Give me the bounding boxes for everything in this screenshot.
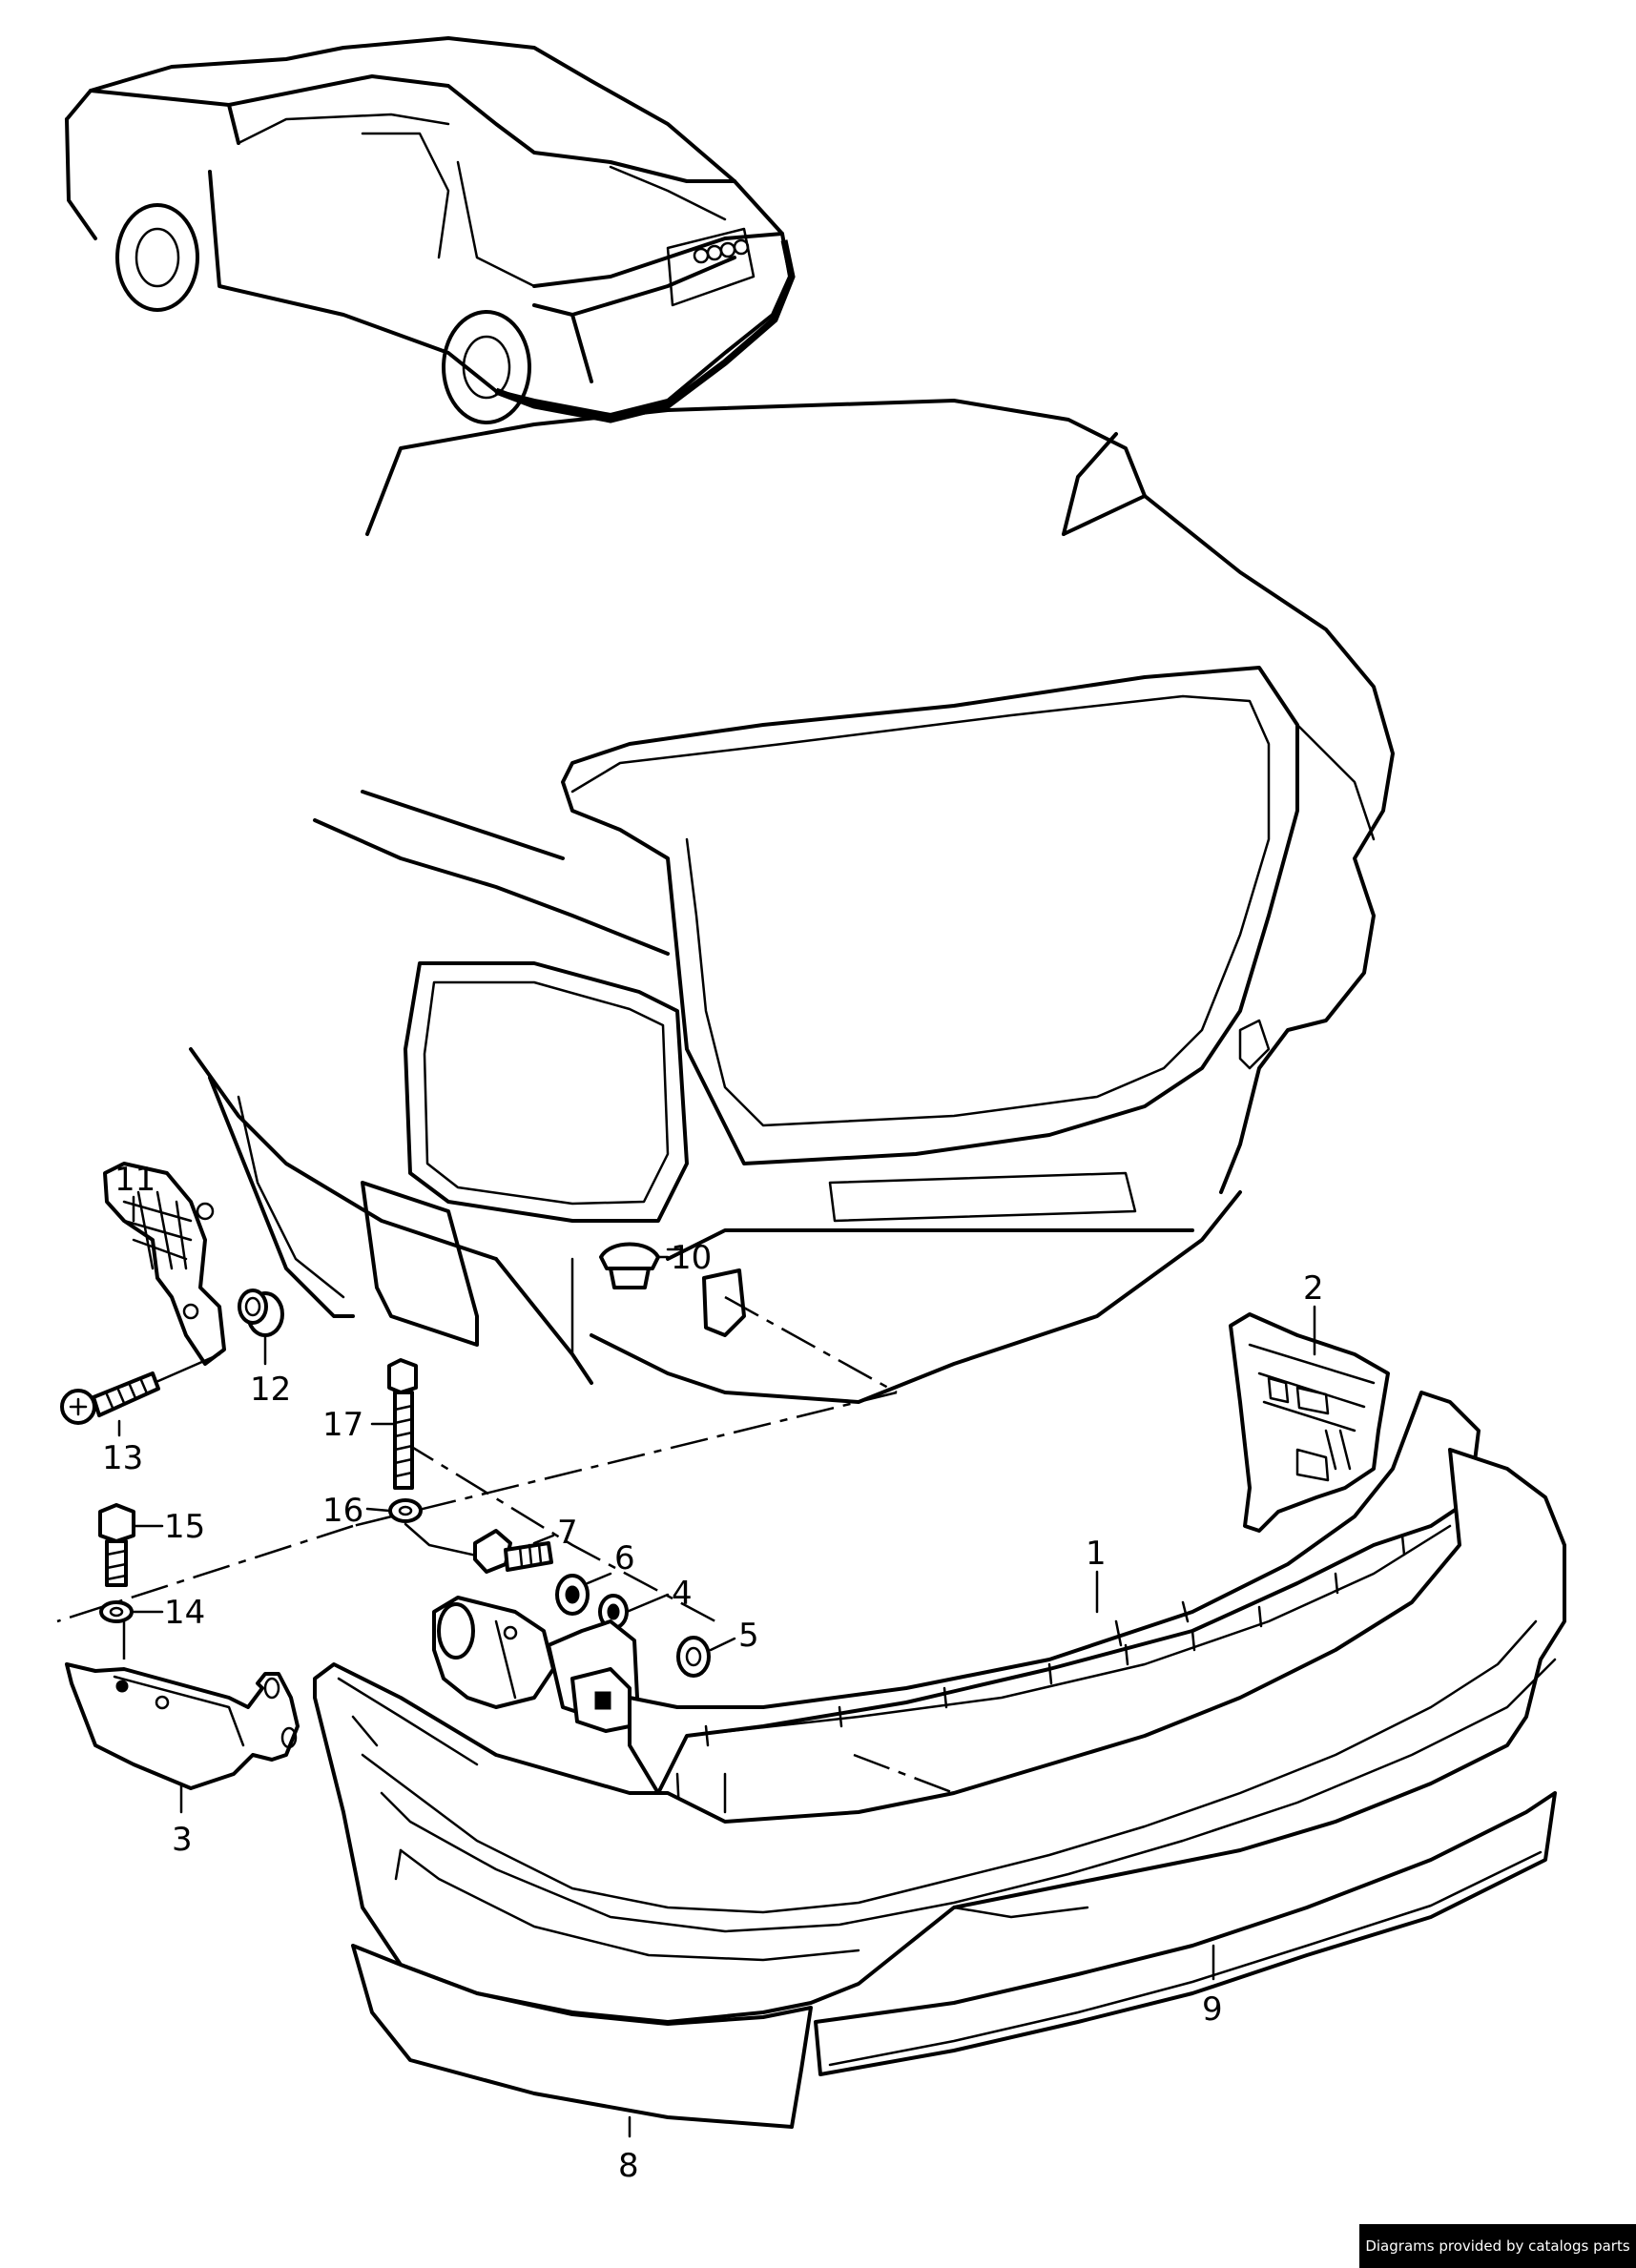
- callout-15: 15: [164, 1508, 205, 1546]
- callout-6: 6: [614, 1539, 635, 1577]
- leader-lines: [117, 1195, 1316, 2138]
- part-9-bumper-cover: [313, 1448, 1566, 2024]
- callout-8: 8: [618, 2147, 639, 2185]
- part-13-screw: [60, 1352, 221, 1425]
- leader-7: [532, 1534, 555, 1545]
- credit-footer: Diagrams provided by catalogs parts: [1359, 2224, 1636, 2268]
- part-7-bolt: [473, 1529, 553, 1574]
- part-9-trim-strip: [814, 1791, 1557, 2076]
- part-10-clip: [599, 1242, 684, 1289]
- callout-12: 12: [250, 1371, 291, 1409]
- callout-4: 4: [672, 1575, 693, 1613]
- car-overview-illustration: [65, 36, 796, 424]
- part-5-washer: [676, 1636, 711, 1678]
- leader-4: [625, 1593, 670, 1614]
- leader-5: [709, 1637, 736, 1652]
- part-12-grommet: [238, 1289, 284, 1337]
- callout-14: 14: [164, 1594, 205, 1632]
- part-17-bolt: [387, 1358, 418, 1490]
- mounting-tab: [702, 1268, 746, 1337]
- callout-9: 9: [1202, 1990, 1223, 2029]
- part-6-washer: [555, 1574, 590, 1616]
- part-3-lower-bracket: [65, 1662, 300, 1790]
- vehicle-rear-body: [189, 399, 1395, 1404]
- leader-6: [586, 1572, 612, 1585]
- callout-11: 11: [114, 1161, 155, 1199]
- callout-5: 5: [738, 1617, 759, 1655]
- callout-13: 13: [102, 1439, 143, 1477]
- part-8-lower-molding: [351, 1944, 813, 2129]
- leader-16: [365, 1507, 391, 1513]
- impact-absorber: [432, 1596, 639, 1733]
- callout-labels: 1 2 3 4 5 6 7 8 9 10 11 12 13 14 15 16 1…: [102, 1161, 1324, 2185]
- callout-2: 2: [1303, 1269, 1324, 1308]
- part-14-washer: [99, 1600, 134, 1623]
- part-15-hex-bolt: [98, 1503, 135, 1587]
- callout-16: 16: [322, 1492, 363, 1530]
- callout-1: 1: [1086, 1535, 1107, 1573]
- callout-10: 10: [671, 1239, 712, 1277]
- callout-17: 17: [322, 1406, 363, 1444]
- callout-3: 3: [172, 1821, 193, 1859]
- part-2-side-bracket: [1229, 1312, 1390, 1533]
- callout-7: 7: [557, 1514, 578, 1552]
